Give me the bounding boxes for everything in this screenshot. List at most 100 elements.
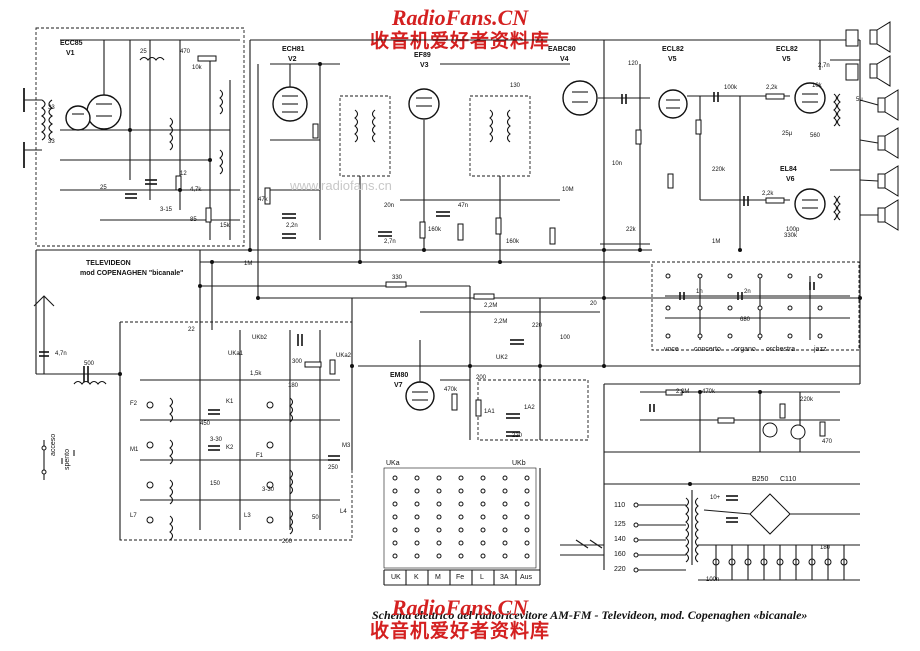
comp-r33: 33 [48,105,55,111]
uk-label-b: UKb [512,460,526,467]
schematic-caption: Schema elettrico del radioricevitore AM-… [372,608,808,622]
comp-r2m2: 2,2M [484,303,498,309]
comp-r2m2-c: 2,2M [676,389,690,395]
junction-dot [602,296,606,300]
coil-ref-m3: M3 [342,443,351,449]
junction-dot [538,364,542,368]
junction-dot [210,260,214,264]
coil-ref-m1: M1 [130,447,139,453]
junction-dot [422,248,426,252]
switch-contact [414,514,420,520]
comp-r180: 180 [820,545,831,551]
tube-v3 [408,88,440,120]
tube-v6-ref: V6 [786,176,795,183]
rectifier-label-c: C110 [780,476,797,483]
tone-switch-box [651,261,860,351]
tube-v4-name: EABC80 [548,46,576,53]
coil-ref-1a2: 1A2 [524,405,535,411]
coil-ref-uka2: UKa2 [336,353,352,359]
switch-contact [414,540,420,546]
switch-contact [392,488,398,494]
comp-c3-30-b: 3-30 [262,487,275,493]
tube-v5a-ref: V5 [668,56,677,63]
switch-contact [458,501,464,507]
tone-label-voce: voce [664,346,679,353]
comp-c100n: 100n [706,577,720,583]
comp-r470k-b: 470k [702,389,716,395]
switch-contact [414,527,420,533]
tube-v2-name: ECH81 [282,46,305,53]
junction-dot [698,390,702,394]
switch-contact [480,514,486,520]
comp-r2k2: 2,2k [766,85,778,91]
tube-v7 [405,381,435,411]
junction-dot [318,62,322,66]
coil-ref-k1: K1 [226,399,234,405]
junction-dot [602,364,606,368]
tube-v5b-name: ECL82 [776,46,798,53]
watermark-bottom: RadioFans.CN 收音机爱好者资料库 [0,596,920,643]
switch-contact [524,527,530,533]
rectifier-label-b: B250 [752,476,769,483]
comp-c47n: 47n [458,203,469,209]
switch-contact [524,553,530,559]
coil-ref-l4: L4 [340,509,347,515]
junctions [118,62,862,486]
comp-c3-15: 3-15 [160,207,173,213]
power-label-off: spento [64,448,71,470]
coil-ref-uk2: UK2 [496,355,508,361]
comp-r1k5: 1,5k [250,371,262,377]
pushbutton-bank [383,467,541,586]
junction-dot [738,248,742,252]
switch-contact [458,488,464,494]
comp-r100: 100 [560,335,571,341]
comp-c100p: 100p [786,227,800,233]
tone-switch-contacts [665,273,850,340]
switch-contact [502,540,508,546]
comp-r2k2-b: 2,2k [762,191,774,197]
tuner-shield-box [35,27,245,247]
junction-dot [128,128,132,132]
tube-v5b [794,82,826,114]
mains-label-110: 110 [614,502,626,509]
comp-r330: 330 [392,275,403,281]
tube-v2 [272,86,308,122]
comp-c25u: 25µ [782,131,793,137]
junction-dot [688,482,692,486]
tube-v5a-name: ECL82 [662,46,684,53]
switch-contact [502,501,508,507]
comp-r100k: 100k [724,85,738,91]
coil-ref-k2: K2 [226,445,234,451]
band-label-3a: 3A [500,574,509,581]
v2-wiring [264,63,340,240]
coil-ref-uka1: UKa1 [228,351,244,357]
comp-c85: 85 [190,217,197,223]
switch-contact [480,553,486,559]
comp-c4n7: 4,7n [55,351,67,357]
comp-c250: 250 [328,465,339,471]
junction-dot [498,260,502,264]
switch-contact [458,553,464,559]
tube-v7-name: EM80 [390,372,409,379]
band-label-k: K [414,574,419,581]
v1-wiring [60,39,240,240]
comp-c500: 500 [84,361,95,367]
comp-r1m: 1M [244,261,253,267]
power-supply [560,483,860,581]
switch-contact [392,540,398,546]
if-transformers [339,63,570,300]
switch-contact [436,514,442,520]
switch-contact [414,488,420,494]
switch-contact [502,488,508,494]
band-label-fe: Fe [456,574,465,581]
comp-r680: 680 [740,317,751,323]
junction-dot [208,158,212,162]
comp-r47k: 47k [258,197,268,203]
switch-contact [524,540,530,546]
comp-c130: 130 [510,83,521,89]
switch-contact [414,553,420,559]
switch-contact [392,475,398,481]
comp-r330k: 330k [784,233,798,239]
coil-ref-f1: F1 [256,453,264,459]
comp-c200: 200 [282,539,293,545]
